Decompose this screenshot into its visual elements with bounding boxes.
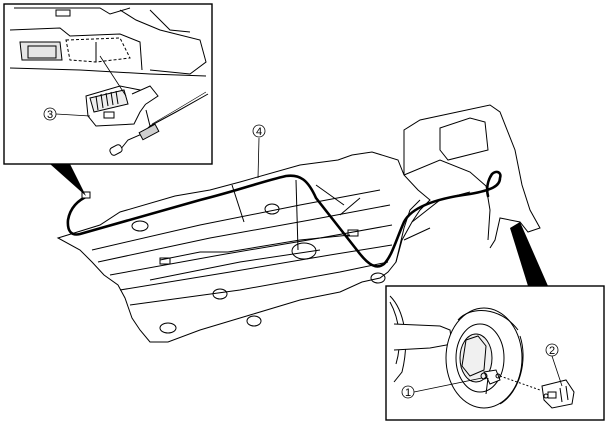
callout-4: 4 bbox=[252, 124, 266, 179]
inset-fuel-lid-detail: 1 2 bbox=[385, 285, 605, 421]
cable-end-clip bbox=[81, 191, 91, 199]
callout-3: 3 bbox=[43, 107, 91, 121]
floor-pan-drawing bbox=[56, 151, 431, 343]
callout-label-1: 1 bbox=[405, 387, 411, 399]
callout-label-3: 3 bbox=[47, 109, 53, 121]
fuel-lid-opener-cable bbox=[66, 170, 502, 268]
callout-1: 1 bbox=[401, 377, 483, 399]
callout-label-4: 4 bbox=[256, 126, 262, 138]
callout-2: 2 bbox=[545, 343, 563, 387]
callout-label-2: 2 bbox=[549, 345, 555, 357]
inset-lever-detail: 3 bbox=[3, 3, 213, 165]
inset-pointer-right bbox=[510, 222, 548, 286]
fuel-lid-opener-lever bbox=[85, 85, 159, 127]
inset-pointer-left bbox=[50, 164, 86, 196]
